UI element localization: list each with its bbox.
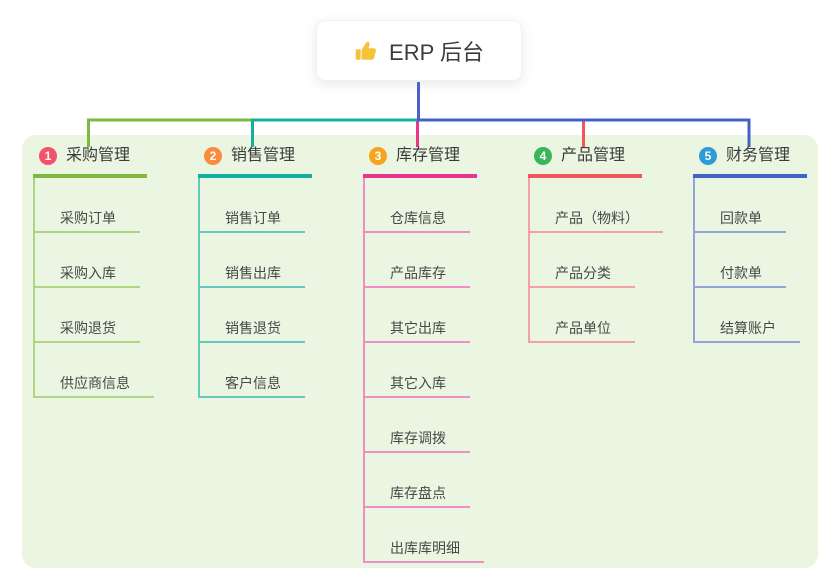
child-node[interactable]: 供应商信息 bbox=[35, 343, 154, 398]
child-node[interactable]: 产品分类 bbox=[530, 233, 635, 288]
canvas-panel bbox=[22, 135, 818, 568]
branch-purchasing: 1 采购管理 采购订单 采购入库 采购退货 供应商信息 bbox=[33, 145, 154, 398]
child-node[interactable]: 采购订单 bbox=[35, 178, 140, 233]
branch-children: 采购订单 采购入库 采购退货 供应商信息 bbox=[33, 178, 154, 398]
child-node[interactable]: 库存调拨 bbox=[365, 398, 470, 453]
child-node[interactable]: 库存盘点 bbox=[365, 453, 470, 508]
branch-node-product[interactable]: 4 产品管理 bbox=[528, 145, 642, 178]
branch-sales: 2 销售管理 销售订单 销售出库 销售退货 客户信息 bbox=[198, 145, 312, 398]
child-node[interactable]: 回款单 bbox=[695, 178, 786, 233]
branch-children: 仓库信息 产品库存 其它出库 其它入库 库存调拨 库存盘点 出库库明细 bbox=[363, 178, 484, 563]
branch-children: 销售订单 销售出库 销售退货 客户信息 bbox=[198, 178, 305, 398]
branch-children: 回款单 付款单 结算账户 bbox=[693, 178, 800, 343]
branch-label: 销售管理 bbox=[231, 147, 296, 164]
child-node[interactable]: 采购入库 bbox=[35, 233, 140, 288]
branch-children: 产品（物料） 产品分类 产品单位 bbox=[528, 178, 663, 343]
branch-number-badge: 5 bbox=[699, 147, 717, 165]
child-node[interactable]: 产品单位 bbox=[530, 288, 635, 343]
child-node[interactable]: 采购退货 bbox=[35, 288, 140, 343]
child-node[interactable]: 产品库存 bbox=[365, 233, 470, 288]
child-node[interactable]: 销售订单 bbox=[200, 178, 305, 233]
branch-label: 采购管理 bbox=[66, 147, 131, 164]
thumbs-up-icon bbox=[354, 39, 378, 63]
branch-number-badge: 3 bbox=[369, 147, 387, 165]
branch-node-finance[interactable]: 5 财务管理 bbox=[693, 145, 807, 178]
child-node[interactable]: 结算账户 bbox=[695, 288, 800, 343]
branch-finance: 5 财务管理 回款单 付款单 结算账户 bbox=[693, 145, 807, 343]
branch-label: 库存管理 bbox=[396, 147, 461, 164]
child-node[interactable]: 出库库明细 bbox=[365, 508, 484, 563]
branch-label: 产品管理 bbox=[561, 147, 626, 164]
branch-label: 财务管理 bbox=[726, 147, 791, 164]
branch-inventory: 3 库存管理 仓库信息 产品库存 其它出库 其它入库 库存调拨 库存盘点 出库库… bbox=[363, 145, 484, 563]
child-node[interactable]: 其它入库 bbox=[365, 343, 470, 398]
child-node[interactable]: 客户信息 bbox=[200, 343, 305, 398]
child-node[interactable]: 销售退货 bbox=[200, 288, 305, 343]
branch-number-badge: 4 bbox=[534, 147, 552, 165]
root-title: ERP 后台 bbox=[389, 39, 484, 65]
branch-node-sales[interactable]: 2 销售管理 bbox=[198, 145, 312, 178]
child-node[interactable]: 付款单 bbox=[695, 233, 786, 288]
branch-number-badge: 1 bbox=[39, 147, 57, 165]
child-node[interactable]: 其它出库 bbox=[365, 288, 470, 343]
root-node-erp[interactable]: ERP 后台 bbox=[316, 20, 522, 81]
child-node[interactable]: 仓库信息 bbox=[365, 178, 470, 233]
branch-product: 4 产品管理 产品（物料） 产品分类 产品单位 bbox=[528, 145, 663, 343]
child-node[interactable]: 销售出库 bbox=[200, 233, 305, 288]
branch-node-inventory[interactable]: 3 库存管理 bbox=[363, 145, 477, 178]
child-node[interactable]: 产品（物料） bbox=[530, 178, 663, 233]
branch-number-badge: 2 bbox=[204, 147, 222, 165]
branch-node-purchasing[interactable]: 1 采购管理 bbox=[33, 145, 147, 178]
